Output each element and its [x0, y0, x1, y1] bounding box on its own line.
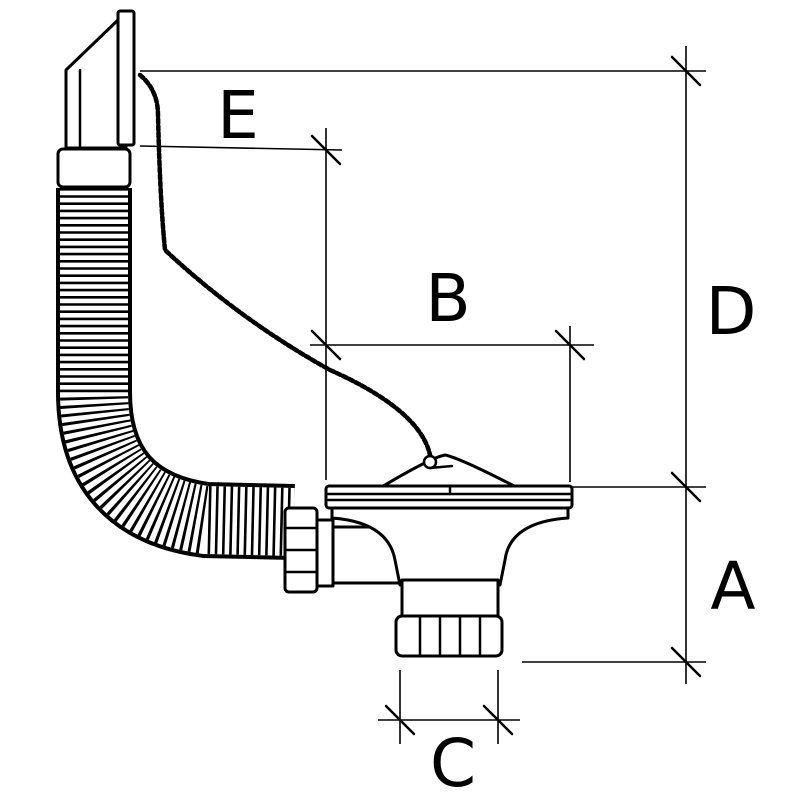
- tick-b-right: [554, 329, 586, 361]
- overflow-cover-plate: [116, 9, 136, 147]
- label-d: D: [706, 273, 757, 350]
- dim-e-extension: [139, 145, 343, 151]
- tick-d-bottom: [670, 471, 702, 503]
- corrugated-hose: [56, 188, 295, 560]
- union-neck: [315, 518, 335, 588]
- tick-c-left: [384, 704, 416, 736]
- hose-union-nut: [283, 506, 335, 594]
- dimension-labels: A B C D E: [217, 77, 756, 800]
- outlet-nut: [394, 614, 504, 658]
- label-c: C: [430, 725, 476, 800]
- overflow-hose-connector: [56, 147, 132, 189]
- chain-ring: [422, 454, 438, 470]
- label-b: B: [425, 260, 470, 337]
- outlet-tail: [400, 578, 500, 622]
- label-a: A: [710, 548, 755, 625]
- dimension-lines: [139, 46, 706, 744]
- tick-e-top: [310, 134, 342, 166]
- label-e: E: [217, 77, 259, 154]
- plug-cap: [378, 453, 520, 490]
- overflow-head: [56, 9, 136, 189]
- strainer-flange: [324, 453, 574, 510]
- strainer-bowl: [330, 506, 570, 587]
- tick-b-left: [310, 329, 342, 361]
- ball-chain: [137, 72, 433, 458]
- tick-a-bottom: [670, 646, 702, 678]
- strainer-body: [330, 506, 570, 658]
- tick-c-right: [482, 704, 514, 736]
- tick-d-top: [670, 55, 702, 87]
